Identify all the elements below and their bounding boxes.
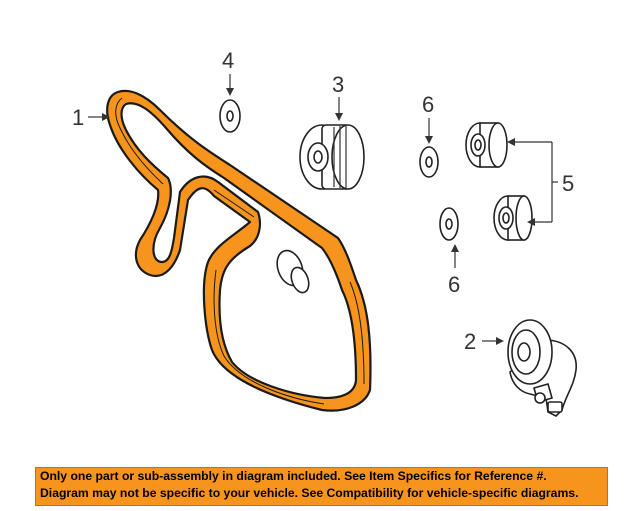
bearing-pulley-lower[interactable] [493, 195, 533, 241]
callout-6-upper-label: 6 [422, 92, 434, 117]
callout-2: 2 [464, 329, 504, 354]
callout-3: 3 [332, 72, 344, 121]
idler-pulley-part[interactable] [299, 124, 365, 190]
disclaimer-banner: Only one part or sub-assembly in diagram… [35, 467, 608, 506]
disclaimer-line-2: Diagram may not be specific to your vehi… [40, 486, 579, 500]
callout-6-lower-label: 6 [448, 272, 460, 297]
callout-6-upper: 6 [422, 92, 434, 144]
callout-3-label: 3 [332, 72, 344, 97]
callout-4: 4 [222, 48, 234, 96]
washer-part[interactable] [219, 99, 241, 133]
callout-6-lower: 6 [448, 244, 460, 297]
callout-2-label: 2 [464, 329, 476, 354]
belt-tensioner-part[interactable] [507, 319, 577, 417]
callout-1-label: 1 [72, 105, 84, 130]
washer-lower-part[interactable] [439, 207, 459, 241]
bearing-pulley-upper[interactable] [465, 122, 508, 168]
callout-5: 5 [507, 138, 574, 226]
callout-4-label: 4 [222, 48, 234, 73]
callout-5-label: 5 [562, 171, 574, 196]
washer-upper-part[interactable] [419, 146, 439, 178]
serpentine-belt[interactable] [106, 89, 372, 412]
disclaimer-line-1: Only one part or sub-assembly in diagram… [40, 469, 547, 483]
callout-1: 1 [72, 105, 110, 130]
